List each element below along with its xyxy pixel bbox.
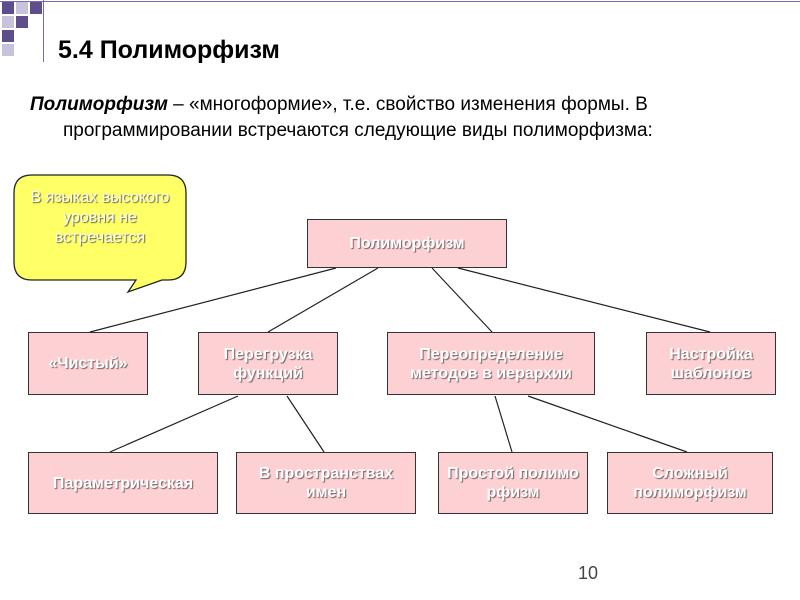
connector-root-pure [89,267,337,333]
intro-line2: программировании встречаются следующие в… [63,120,653,141]
corner-square [2,16,14,28]
connector-root-override [431,267,493,333]
diagram-root: Полиморфизм [307,219,507,268]
connector-root-overload [267,267,379,333]
connector-overload-namespace [286,395,325,453]
connector-override-simple [494,395,513,453]
corner-square [2,44,14,56]
corner-square [2,2,14,14]
connector-override-complex [527,395,688,453]
node-pure: «Чистый» [28,332,148,395]
callout-text: В языках высокого уровня не встречается [30,189,170,246]
corner-square [2,30,14,42]
node-complex-polymorphism: Сложный полиморфизм [607,452,773,514]
left-rule [43,0,44,62]
node-simple-polymorphism: Простой полиморфизм [438,452,588,514]
corner-square [30,2,42,14]
corner-square [16,2,28,14]
page-number: 10 [578,563,599,583]
node-template-customization: Настройка шаблонов [646,332,776,395]
intro-line1: – «многоформие», т.е. свойство изменения… [167,94,648,115]
node-function-overloading: Перегрузка функций [198,332,338,395]
node-parametric: Параметрическая [28,452,218,514]
top-rule [0,1,800,2]
connector-overload-param [109,395,239,453]
corner-square [16,16,28,28]
node-method-overriding: Переопределение методов в иерархии [387,332,595,395]
slide-title: 5.4 Полиморфизм [58,36,280,64]
node-namespaces: В пространствах имен [236,452,416,514]
intro-term: Полиморфизм [30,94,168,115]
connector-root-templates [457,267,711,333]
intro-paragraph: Полиморфизм – «многоформие», т.е. свойст… [30,92,770,144]
